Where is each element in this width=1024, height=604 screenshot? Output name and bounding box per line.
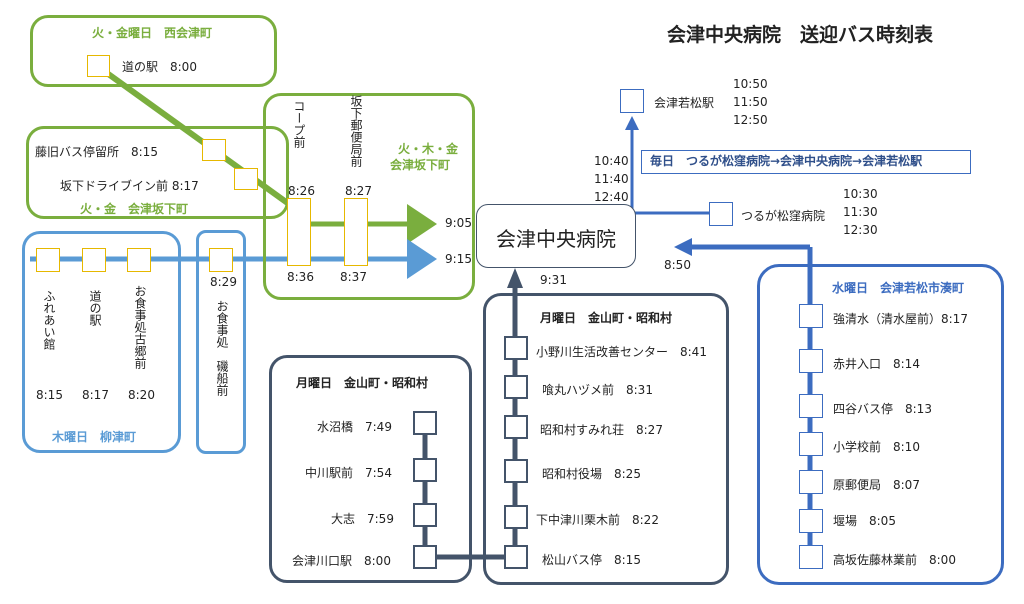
route-wed-box	[757, 264, 1004, 585]
stop-fujifuru	[202, 139, 226, 161]
stop-michinoeki-yanaizu-name: 道の駅	[88, 290, 102, 326]
mon-a-stop-4-label: 会津川口駅 8:00	[292, 554, 391, 568]
mon-b-stop-2	[504, 375, 528, 399]
route-tue-thu-fri-header-2: 会津坂下町	[390, 158, 451, 172]
route-thu-yanaizu-box	[22, 231, 181, 453]
mon-b-stop-2-label: 喰丸ハヅメ前 8:31	[542, 383, 653, 397]
wed-stop-3	[799, 394, 823, 418]
mon-b-stop-6-label: 松山バス停 8:15	[542, 553, 641, 567]
route-mon-b-header: 月曜日 金山町・昭和村	[540, 311, 673, 325]
mon-a-stop-1	[413, 411, 437, 435]
navy-arrow-head	[507, 268, 523, 288]
daily-arrow-head	[625, 116, 639, 130]
arrival-green-time: 9:05	[445, 216, 472, 230]
stop-furusato	[127, 248, 151, 272]
wed-stop-5-label: 原郵便局 8:07	[833, 478, 920, 492]
stop-michinoeki-nishiaizu	[87, 55, 110, 77]
mon-b-stop-3	[504, 415, 528, 439]
stop-michinoeki-nishiaizu-label: 道の駅 8:00	[122, 60, 197, 74]
stop-michinoeki-yanaizu	[82, 248, 106, 272]
route-wed-header: 水曜日 会津若松市湊町	[832, 281, 965, 295]
mon-a-stop-3-label: 大志 7:59	[331, 512, 394, 526]
wed-stop-6-label: 堰場 8:05	[833, 514, 896, 528]
wed-arrival-time: 8:50	[664, 258, 691, 272]
hospital-box: 会津中央病院	[476, 204, 636, 268]
route-tue-thu-fri-header-1: 火・木・金	[398, 142, 459, 156]
mon-b-stop-1-label: 小野川生活改善センター 8:41	[536, 345, 707, 359]
route-tue-fri-nishiaizu-header: 火・金曜日 西会津町	[92, 26, 213, 40]
wed-stop-1-label: 強清水（清水屋前）8:17	[833, 312, 968, 326]
wed-stop-3-label: 四谷バス停 8:13	[833, 402, 932, 416]
wed-stop-4	[799, 432, 823, 456]
stop-isofune-name: お食事処 磯船前	[215, 300, 229, 396]
mon-a-stop-2	[413, 458, 437, 482]
tsuruga-hospital-name: つるが松窪病院	[741, 209, 826, 223]
time-post-top: 8:27	[345, 184, 372, 198]
stop-coop	[287, 198, 311, 266]
stop-post	[344, 198, 368, 266]
mon-a-stop-2-label: 中川駅前 7:54	[305, 466, 392, 480]
stop-fureaikan-name: ふれあい館	[42, 290, 56, 350]
mon-b-stop-3-label: 昭和村すみれ荘 8:27	[540, 423, 663, 437]
stop-michinoeki-yanaizu-time: 8:17	[82, 388, 109, 402]
route-mon-b-box	[483, 293, 729, 585]
stop-drivein	[234, 168, 258, 190]
wed-stop-2-label: 赤井入口 8:14	[833, 357, 920, 371]
mon-a-stop-1-label: 水沼橋 7:49	[317, 420, 392, 434]
route-tue-fri-sakashita-box	[26, 126, 289, 219]
stop-isofune-box	[196, 230, 246, 454]
wed-stop-7-label: 高坂佐藤林業前 8:00	[833, 553, 956, 567]
wed-stop-5	[799, 470, 823, 494]
mon-a-stop-4	[413, 545, 437, 569]
stop-isofune-time: 8:29	[210, 275, 237, 289]
station-name: 会津若松駅	[654, 96, 715, 110]
daily-route-label: 毎日 つるが松窪病院→会津中央病院→会津若松駅	[641, 150, 971, 174]
wed-stop-7	[799, 545, 823, 569]
wed-stop-2	[799, 349, 823, 373]
station-times: 10:50 11:50 12:50	[733, 77, 768, 127]
mon-b-arrival-time: 9:31	[540, 273, 567, 287]
mon-b-stop-4	[504, 459, 528, 483]
page-title: 会津中央病院 送迎バス時刻表	[667, 24, 934, 46]
route-thu-yanaizu-footer: 木曜日 柳津町	[52, 430, 137, 444]
stop-drivein-label: 坂下ドライブイン前 8:17	[60, 179, 199, 193]
stop-post-name: 坂下郵便局前	[349, 95, 363, 167]
time-coop-top: 8:26	[288, 184, 315, 198]
mon-b-stop-5	[504, 505, 528, 529]
stop-fureaikan-time: 8:15	[36, 388, 63, 402]
mon-b-stop-6	[504, 545, 528, 569]
arrival-blue-time: 9:15	[445, 252, 472, 266]
hospital-label: 会津中央病院	[496, 227, 616, 251]
mon-b-stop-5-label: 下中津川栗木前 8:22	[536, 513, 659, 527]
route-mon-a-header: 月曜日 金山町・昭和村	[296, 376, 429, 390]
wed-stop-1	[799, 304, 823, 328]
stop-tsuruga-hospital	[709, 202, 733, 226]
mon-a-stop-3	[413, 503, 437, 527]
route-tue-fri-sakashita-footer: 火・金 会津坂下町	[80, 202, 189, 216]
time-post-bottom: 8:37	[340, 270, 367, 284]
green-diagonal-line	[98, 65, 302, 215]
stop-coop-name: コープ前	[292, 100, 306, 148]
stop-fujifuru-label: 藤旧バス停留所 8:15	[35, 145, 158, 159]
stop-furusato-name: お食事処古郷前	[133, 285, 147, 369]
mon-b-stop-4-label: 昭和村役場 8:25	[542, 467, 641, 481]
route-mon-a-box	[269, 355, 472, 583]
depart-times: 10:40 11:40 12:40	[594, 154, 629, 204]
wed-stop-4-label: 小学校前 8:10	[833, 440, 920, 454]
wed-stop-6	[799, 509, 823, 533]
stop-furusato-time: 8:20	[128, 388, 155, 402]
tsuruga-hospital-times: 10:30 11:30 12:30	[843, 187, 878, 237]
time-coop-bottom: 8:36	[287, 270, 314, 284]
stop-isofune	[209, 248, 233, 272]
wed-arrow-head	[674, 238, 692, 256]
stop-fureaikan	[36, 248, 60, 272]
route-tue-thu-fri-box	[263, 93, 475, 300]
stop-aizuwakamatsu-station	[620, 89, 644, 113]
mon-b-stop-1	[504, 336, 528, 360]
route-tue-fri-nishiaizu-box	[30, 15, 277, 87]
